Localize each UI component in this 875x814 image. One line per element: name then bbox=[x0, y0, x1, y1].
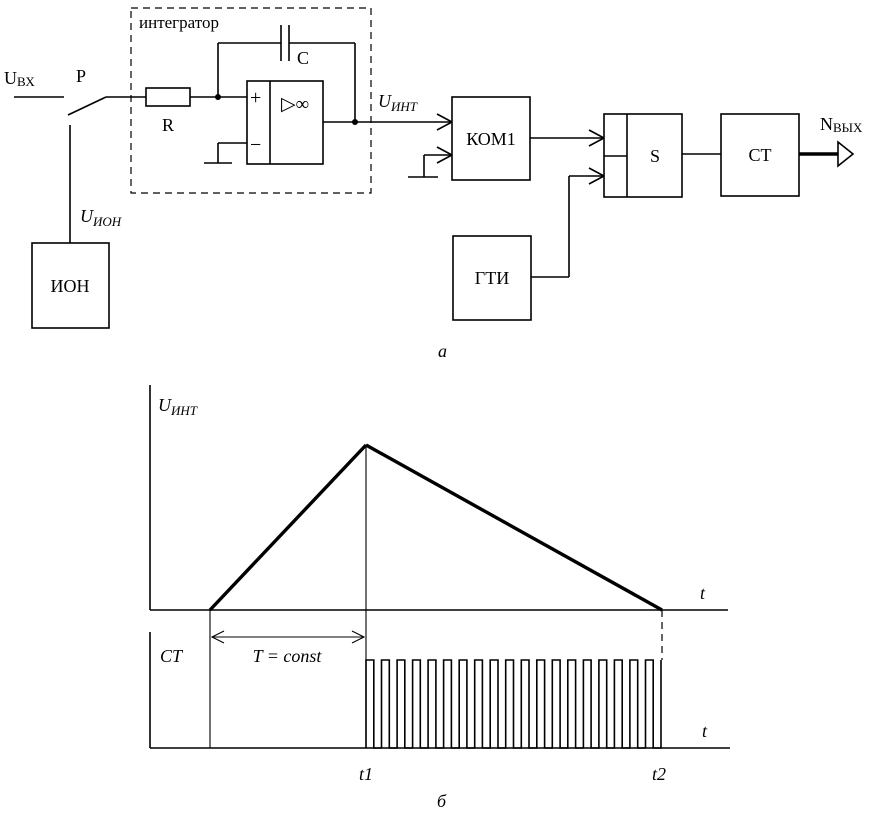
and-gate-label: S bbox=[650, 146, 660, 166]
interval-arrow-right-icon bbox=[351, 630, 366, 644]
opamp bbox=[246, 80, 324, 165]
uint-label: UИНТ bbox=[378, 91, 418, 114]
ct-axis-label: CT bbox=[160, 646, 184, 666]
interval-label: T = const bbox=[253, 646, 323, 666]
input-label: UВХ bbox=[4, 68, 35, 89]
resistor-label: R bbox=[162, 115, 174, 135]
counter-block bbox=[720, 113, 800, 197]
switch-label: P bbox=[76, 66, 86, 86]
integrator-boundary bbox=[130, 7, 372, 194]
t1-label: t1 bbox=[359, 764, 373, 784]
resistor bbox=[145, 87, 191, 107]
caption-b: б bbox=[437, 791, 447, 811]
counter-block-label: CT bbox=[748, 145, 771, 165]
gti-block-label: ГТИ bbox=[475, 268, 509, 288]
capacitor-label: C bbox=[297, 48, 309, 68]
uion-label: UИОН bbox=[80, 206, 122, 229]
uint-axis-label: UИНТ bbox=[158, 395, 198, 418]
node-output bbox=[352, 119, 358, 125]
ion-block bbox=[31, 242, 110, 329]
counter-pulse-train bbox=[365, 659, 662, 749]
schematic: UВХ P UИОН ИОН интегратор R C + − ▷∞ bbox=[4, 7, 863, 361]
comparator-block-label: КОМ1 bbox=[466, 129, 516, 149]
timing-diagram: UИНТ t CT t T = const t1 t2 б bbox=[149, 385, 730, 811]
switch-blade bbox=[67, 96, 107, 116]
opamp-plus: + bbox=[250, 87, 261, 109]
output-label: NВЫХ bbox=[820, 114, 863, 135]
ion-block-label: ИОН bbox=[51, 276, 90, 296]
opamp-minus: − bbox=[250, 134, 261, 156]
output-arrow-icon bbox=[837, 140, 855, 168]
interval-arrow-left-icon bbox=[210, 630, 225, 644]
t2-label: t2 bbox=[652, 764, 666, 784]
gti-block bbox=[452, 235, 532, 321]
t-label-bottom: t bbox=[702, 721, 708, 741]
integrator-title: интегратор bbox=[139, 13, 219, 32]
t-label-top: t bbox=[700, 583, 706, 603]
opamp-symbol: ▷∞ bbox=[281, 94, 309, 115]
caption-a: а bbox=[438, 341, 447, 361]
integration-ramp-up bbox=[208, 443, 368, 612]
discharge-ramp-down bbox=[365, 443, 663, 612]
